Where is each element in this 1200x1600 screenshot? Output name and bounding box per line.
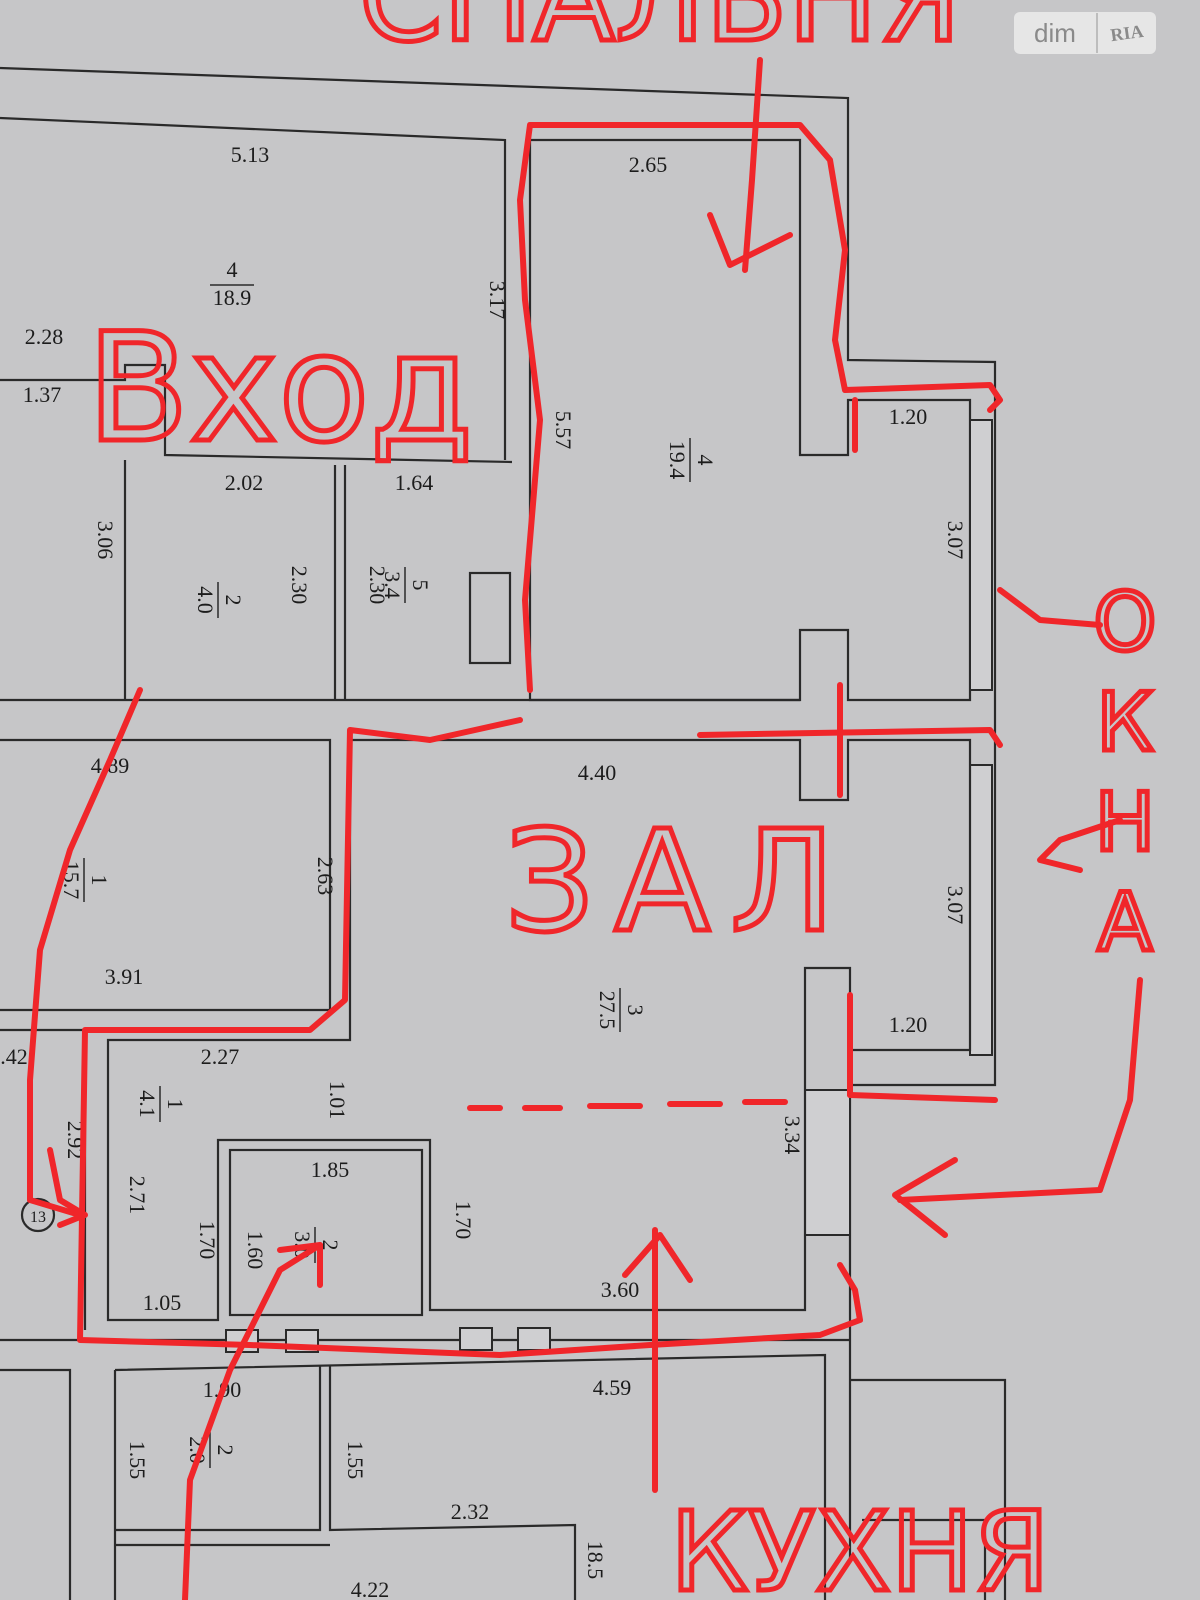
room-number: 2 [318,1240,343,1251]
dim-label: 1.01 [325,1081,350,1120]
dim-label: 3.91 [105,964,144,989]
small-room-arrow [182,1242,323,1600]
room-number: 1 [87,875,112,886]
dim-label: 3.60 [601,1277,640,1302]
handwritten-labels: СПАЛЬНЯ Вход ЗАЛ О К Н А КУХНЯ [84,0,1159,1600]
dim-label: 5.57 [551,411,576,450]
room-area: 4.0 [193,586,218,614]
windows-arrowhead-3 [892,1157,958,1238]
hall-outline [77,717,863,1358]
dim-label: 4.40 [578,760,617,785]
dim-label: 2.32 [451,1499,490,1524]
entrance-handwritten-label: Вход [86,302,473,476]
dim-label: 1.85 [311,1157,350,1182]
dim-label: 2.30 [365,566,390,605]
dim-label: 1.05 [143,1290,182,1315]
dim-label: 3.07 [943,521,968,560]
stair-marker [20,1197,56,1233]
dim-label: 5.13 [231,142,270,167]
windows-letter: К [1097,676,1154,769]
dim-label: 2.02 [225,470,264,495]
room-label: 2 2.0 [185,1432,238,1468]
dimria-logo: dim RIA [1014,12,1156,54]
window-hall-2 [804,1089,851,1236]
dim-label: 2.63 [313,857,338,896]
windows-letter: О [1094,576,1157,669]
windows-arrow-3 [897,977,1143,1203]
dim-label: 1.64 [395,470,434,495]
kitchen-handwritten-label: КУХНЯ [670,1488,1050,1600]
dim-label: 1.37 [23,382,62,407]
dim-label: 2.27 [201,1044,240,1069]
room-number: 4 [227,257,238,282]
room-labels: 4 18.9 4 19.4 2 4.0 5 3.4 1 15.7 3 27.5 [59,257,718,1579]
dim-label: 1.70 [451,1201,476,1240]
windows-arrow-2 [1037,817,1123,873]
entrance-path [27,687,143,1218]
dim-label: 4.59 [593,1375,632,1400]
dim-label: 1.55 [125,1441,150,1480]
dim-label: .42 [0,1044,28,1069]
dim-label: 1.55 [343,1441,368,1480]
windows-arrow-1 [997,587,1103,628]
walls: 13 [0,66,1007,1600]
red-annotations [27,57,1143,1600]
room-label: 3 27.5 [595,988,648,1032]
window-bedroom [969,419,993,691]
room-area: 27.5 [595,991,620,1030]
room-area: 18.5 [583,1541,608,1580]
dim-label: 3.34 [780,1116,805,1155]
bedroom-arrowhead [707,212,793,268]
dim-label: 3.07 [943,886,968,925]
hall-handwritten-label: ЗАЛ [505,801,856,964]
window-hall-1 [969,764,993,1056]
hall-window-mark [847,1092,998,1103]
dim-label: 2.71 [125,1176,150,1215]
room-label: 5 3.4 [380,567,433,603]
room-label: 2 4.0 [193,582,246,618]
dim-label: 1.20 [889,404,928,429]
small-room-arrowhead [277,1242,323,1288]
room-area: 4.1 [135,1090,160,1118]
stair-marker-label: 13 [30,1209,46,1226]
logo-ria-text: RIA [1109,20,1145,45]
dim-label: 2.65 [629,152,668,177]
dim-label: 1.70 [195,1221,220,1260]
hall-door-mark [697,727,1003,748]
room-label: 1 4.1 [135,1086,188,1122]
room-number: 2 [221,595,246,606]
room-area: 3.4 [380,571,405,599]
windows-letter: А [1098,876,1153,969]
room-number: 4 [693,455,718,466]
room-label: 4 19.4 [665,438,718,482]
room-label: 4 18.9 [210,257,254,310]
bedroom-handwritten-label: СПАЛЬНЯ [359,0,961,69]
dim-label: 3.06 [93,521,118,560]
room-number: 3 [623,1005,648,1016]
dim-label: 2.28 [25,324,64,349]
kitchen-arrowhead [622,1232,693,1283]
room-number: 5 [408,580,433,591]
windows-letter: Н [1095,776,1155,869]
bedroom-outline [517,122,1003,693]
dim-label: 1.60 [243,1231,268,1270]
dim-label: 3.17 [485,281,510,320]
room-area: 18.9 [213,285,252,310]
entrance-arrowhead [47,1147,88,1228]
logo-dim-text: dim [1014,13,1098,53]
bedroom-arrow [742,57,763,273]
room-number: 1 [163,1099,188,1110]
dim-label: 2.30 [287,566,312,605]
room-number: 2 [213,1445,238,1456]
dim-label: 1.20 [889,1012,928,1037]
dim-label: 4.22 [351,1577,390,1600]
room-label: 18.5 [583,1541,608,1580]
room-area: 19.4 [665,441,690,480]
